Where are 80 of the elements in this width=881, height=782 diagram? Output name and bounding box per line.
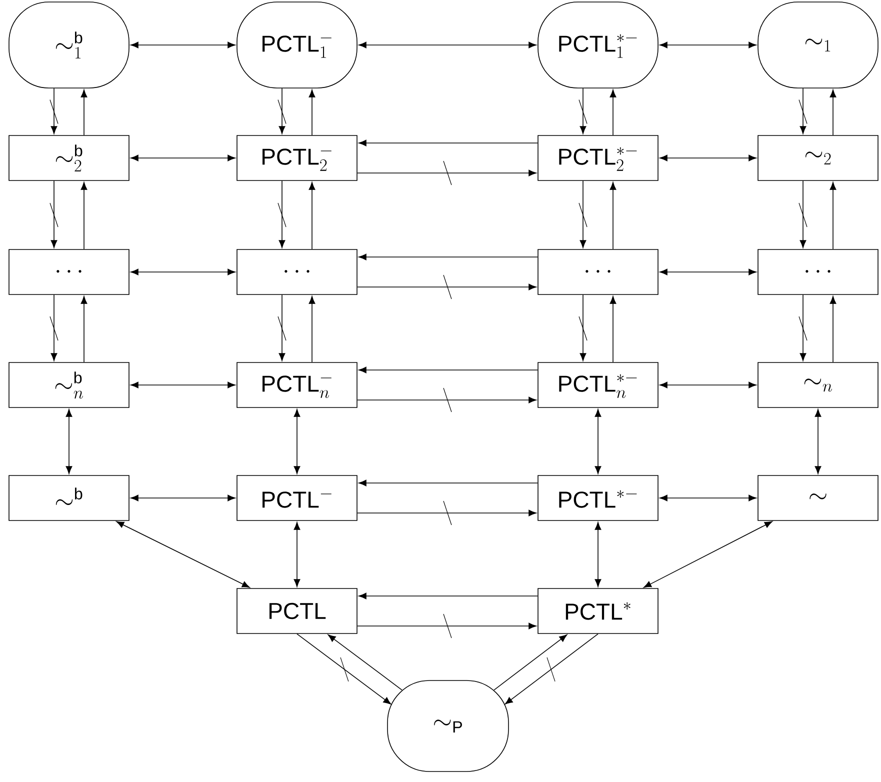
box-node: $\mathsf{PCTL}^{-}_{2}$ — [236, 135, 358, 181]
box-node: $\mathsf{PCTL}^{*}$ — [538, 588, 658, 634]
box-node: $\mathsf{PCTL}^{*-}$ — [538, 475, 658, 521]
arrow — [814, 409, 822, 474]
arrow — [357, 500, 536, 526]
arrow — [830, 90, 836, 136]
arrow — [610, 182, 616, 250]
arrow — [830, 182, 836, 250]
rounded-node: $\sim_{1}$ — [758, 2, 878, 88]
arrow — [50, 294, 58, 361]
arrow — [358, 42, 536, 48]
arrow — [660, 268, 756, 276]
arrow — [296, 634, 392, 704]
arrow — [294, 409, 300, 474]
box-node: $\sim^{\mathsf{b}}$ — [8, 475, 130, 521]
arrow — [130, 494, 236, 502]
arrow — [358, 140, 538, 146]
arrow — [358, 480, 538, 486]
arrow — [278, 180, 286, 248]
arrow — [504, 634, 598, 704]
arrow — [660, 382, 756, 388]
arrow — [130, 268, 236, 276]
arrow — [130, 382, 236, 388]
arrow — [358, 366, 538, 374]
arrow — [358, 254, 538, 260]
arrow — [308, 90, 316, 136]
arrow — [578, 88, 588, 134]
arrow — [594, 522, 602, 587]
arrow — [130, 154, 236, 162]
box-node: $\cdots$ — [758, 249, 878, 295]
box-node: $\sim_{2}$ — [758, 135, 878, 181]
box-node: $\cdots$ — [8, 249, 130, 295]
arrow — [357, 274, 536, 300]
rounded-node: $\mathsf{PCTL}^{*-}_{1}$ — [538, 2, 658, 88]
arrow — [578, 294, 588, 361]
arrow — [644, 521, 772, 588]
arrow — [357, 388, 536, 412]
rounded-node: $\sim^{\mathsf{b}}_{1}$ — [8, 2, 130, 88]
box-node: $\mathsf{PCTL}^{-}$ — [236, 475, 358, 521]
arrow — [308, 182, 316, 250]
arrow — [798, 294, 808, 361]
arrow — [494, 634, 568, 690]
arrow — [660, 494, 756, 502]
arrow — [660, 42, 756, 48]
arrow — [294, 522, 300, 587]
arrow — [798, 180, 808, 248]
box-node: $\cdots$ — [236, 249, 358, 295]
arrow — [594, 409, 602, 474]
box-node: $\sim$ — [758, 475, 878, 521]
arrow — [278, 88, 286, 134]
arrow — [116, 521, 250, 588]
arrow — [830, 296, 836, 362]
arrow — [358, 592, 538, 600]
arrow — [80, 296, 88, 362]
box-node: $\mathsf{PCTL}$ — [236, 588, 358, 634]
arrow — [80, 90, 88, 136]
arrow — [50, 88, 58, 134]
box-node: $\sim^{\mathsf{b}}_{2}$ — [8, 135, 130, 181]
box-node: $\cdots$ — [538, 249, 658, 295]
box-node: $\sim^{\mathsf{b}}_{n}$ — [8, 362, 130, 408]
rounded-node: $\mathsf{PCTL}^{-}_{1}$ — [236, 2, 358, 88]
arrow — [610, 90, 616, 136]
arrow — [130, 42, 236, 48]
box-node: $\mathsf{PCTL}^{*-}_{n}$ — [538, 362, 658, 408]
arrow — [660, 154, 756, 162]
arrow — [50, 180, 58, 248]
arrow — [578, 180, 588, 248]
arrow — [357, 614, 536, 638]
arrow — [308, 296, 316, 362]
arrow — [278, 294, 286, 361]
arrow — [798, 88, 808, 134]
arrow — [66, 409, 72, 474]
box-node: $\mathsf{PCTL}^{-}_{n}$ — [236, 362, 358, 408]
arrow — [610, 296, 616, 362]
arrow — [357, 160, 536, 186]
rounded-node: $\sim_{\mathsf{P}}$ — [387, 680, 509, 772]
box-node: $\sim_{n}$ — [758, 362, 878, 408]
arrow — [328, 634, 402, 690]
arrow — [80, 182, 88, 250]
box-node: $\mathsf{PCTL}^{*-}_{2}$ — [538, 135, 658, 181]
